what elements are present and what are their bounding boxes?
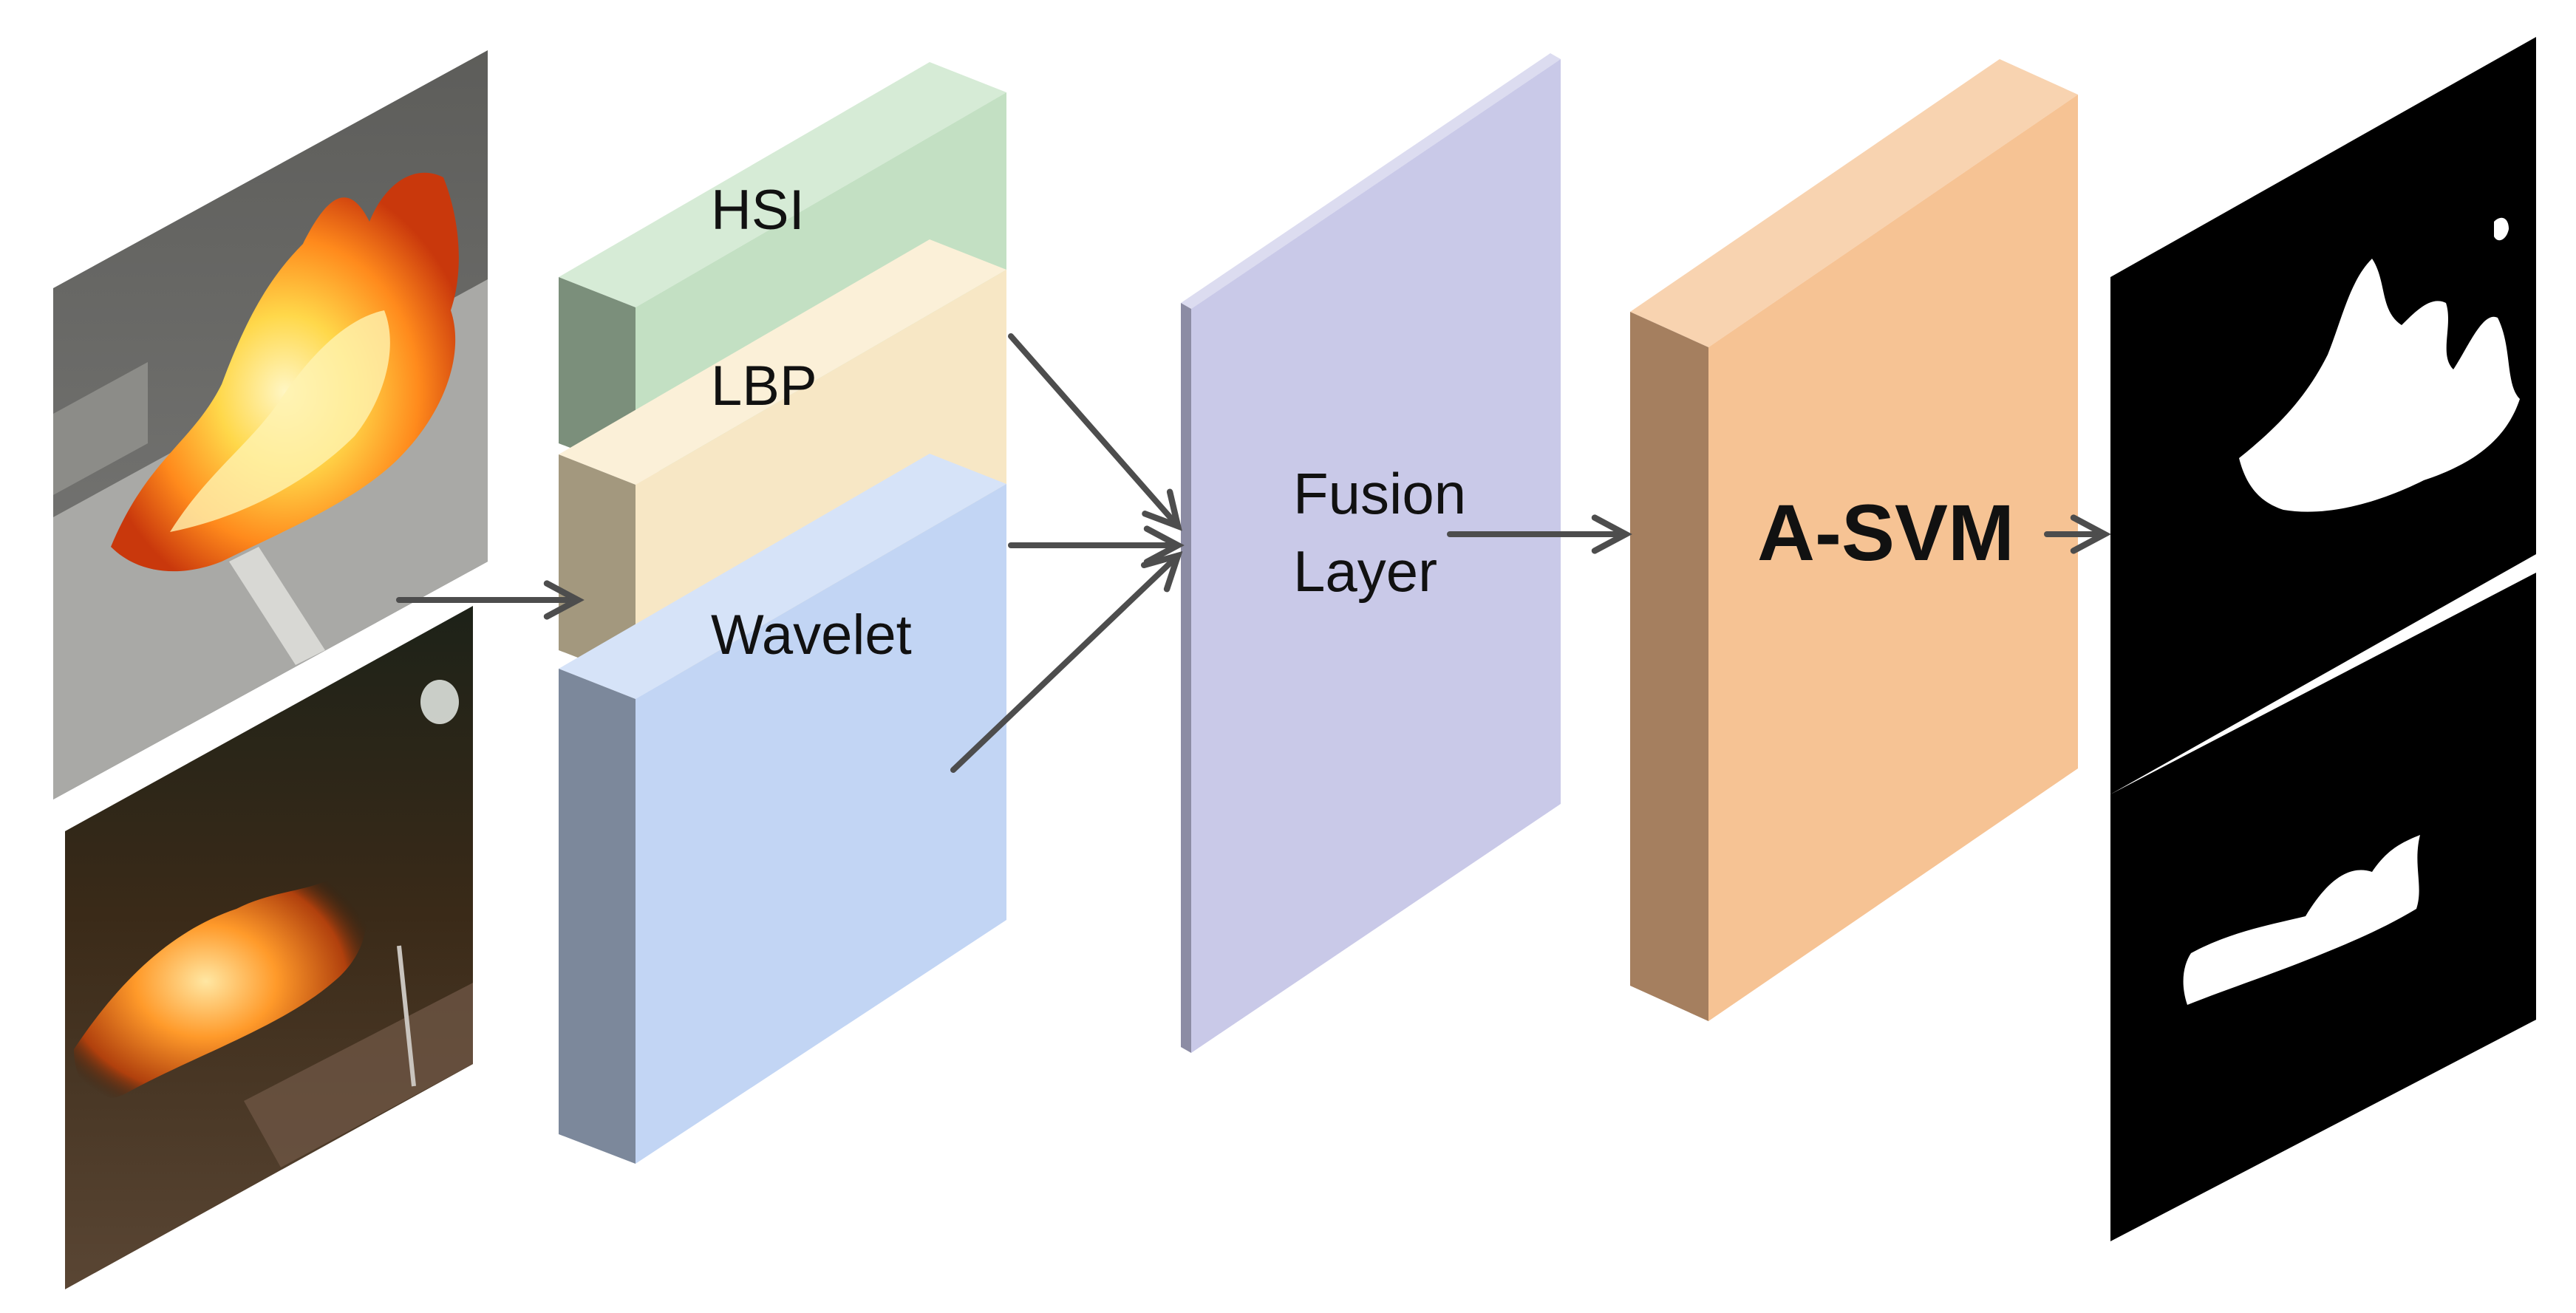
input-image-street-fire [53,50,488,799]
arrow-hsi-to-fusion [1008,333,1178,526]
lbp-label: LBP [711,355,817,417]
fusion-block-side [1181,303,1191,1053]
feature-block-wavelet: Wavelet [559,454,1006,1164]
asvm-block: A-SVM [1630,59,2078,1021]
lbp-block-side [559,454,636,680]
arrow-wavelet-to-fusion [950,556,1178,773]
hsi-label: HSI [711,179,805,242]
fusion-block-face [1191,59,1561,1053]
output-mask-1 [2110,37,2536,794]
fusion-label-line2: Layer [1293,539,1437,604]
asvm-block-face [1708,95,2078,1021]
asvm-label: A-SVM [1757,488,2014,577]
input-image-building-fire [65,606,473,1289]
asvm-block-side [1630,312,1708,1021]
fusion-label-line1: Fusion [1293,461,1466,526]
arrows [396,333,2105,773]
fusion-layer-block: Fusion Layer [1181,53,1561,1053]
output-mask-2 [2110,573,2536,1241]
wavelet-block-side [559,669,636,1164]
wavelet-label: Wavelet [711,604,912,666]
wavelet-block-face [636,484,1006,1164]
